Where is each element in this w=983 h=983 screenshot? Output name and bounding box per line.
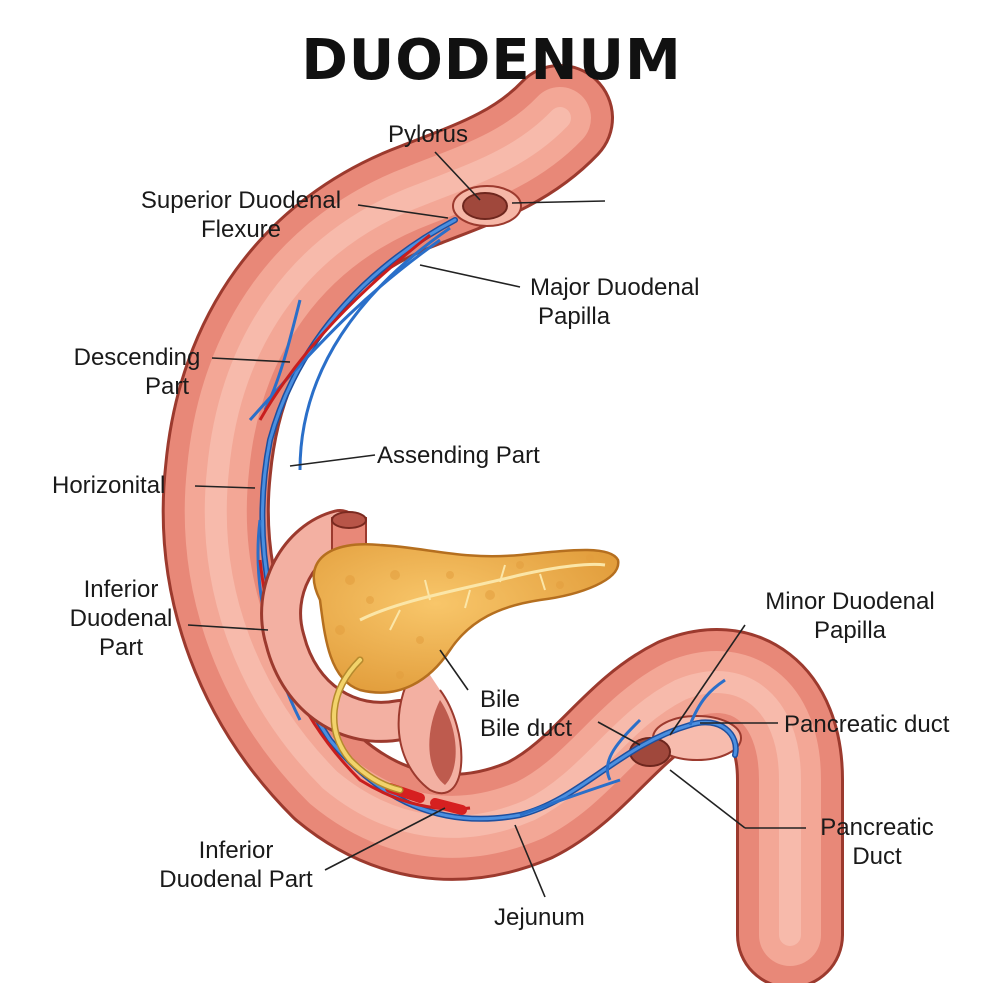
label-pylorus: Pylorus: [388, 121, 469, 148]
label-inferior-left-line1: Inferior: [83, 576, 159, 603]
label-pancreatic-duct-lower-line2: Duct: [852, 843, 902, 870]
label-minor-papilla-line1: Minor Duodenal: [765, 588, 935, 615]
leader-lines: [187, 151, 806, 898]
label-ascending: Assending Part: [377, 442, 540, 469]
label-major-papilla: Major Duodenal Papilla: [530, 273, 699, 331]
label-inferior-left-line2: Duodenal: [69, 605, 173, 632]
label-inferior-bottom-line1: Inferior: [198, 837, 274, 864]
label-pancreatic-duct-lower: Pancreatic Duct: [812, 813, 942, 871]
label-inferior-bottom-line2: Duodenal Part: [159, 866, 313, 893]
label-bile: Bile Bile duct: [480, 685, 572, 743]
label-bile-line1: Bile: [480, 686, 521, 713]
label-minor-papilla: Minor Duodenal Papilla: [752, 587, 948, 645]
label-horizontal: Horizonital: [52, 472, 166, 499]
label-jejunum: Jejunum: [494, 904, 585, 931]
label-descending: Descending Part: [64, 343, 210, 401]
label-inferior-part-left: Inferior Duodenal Part: [58, 575, 184, 662]
label-descending-line2: Part: [144, 373, 189, 400]
label-major-papilla-line1: Major Duodenal: [530, 274, 700, 301]
label-bile-line2: Bile duct: [480, 715, 573, 742]
label-inferior-part-bottom: Inferior Duodenal Part: [148, 836, 324, 894]
diagram-title: DUODENUM: [301, 28, 682, 93]
label-superior-flexure: Superior Duodenal Flexure: [128, 186, 354, 244]
label-inferior-left-line3: Part: [98, 634, 143, 661]
label-descending-line1: Descending: [73, 344, 201, 371]
label-major-papilla-line2: Papilla: [538, 303, 611, 330]
label-minor-papilla-line2: Papilla: [813, 617, 887, 644]
label-superior-flexure-line2: Flexure: [200, 216, 282, 243]
label-superior-flexure-line1: Superior Duodenal: [140, 187, 342, 214]
artery-main: [258, 233, 431, 421]
label-pancreatic-duct-lower-line1: Pancreatic: [820, 814, 934, 841]
label-pancreatic-duct-upper: Pancreatic duct: [784, 711, 950, 738]
